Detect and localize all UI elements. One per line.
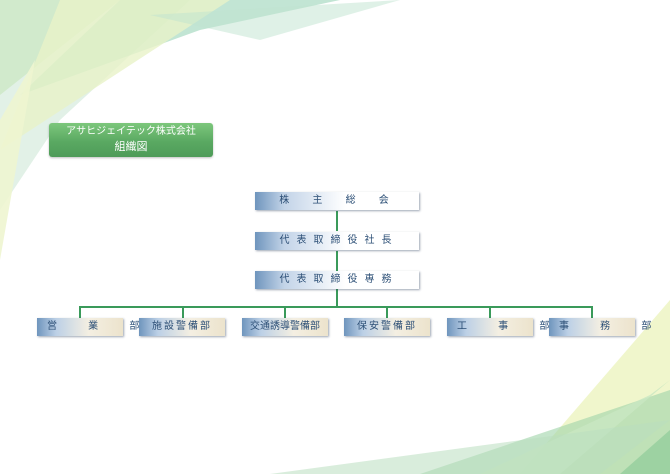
company-name: アサヒジェイテック株式会社	[66, 126, 196, 137]
box-label: 株 主 総 会	[279, 195, 399, 206]
connector-line	[336, 289, 338, 307]
dept-horizontal-line	[79, 306, 593, 308]
dept-sales-box: 営 業 部	[37, 318, 154, 336]
org-chart-title-badge: アサヒジェイテック株式会社 組織図	[49, 123, 213, 157]
dept-facility-security-box: 施設警備部	[139, 318, 225, 336]
dept-label: 交通誘導警備部	[250, 321, 320, 332]
dept-safety-security-box: 保安警備部	[344, 318, 430, 336]
connector-line	[591, 306, 593, 318]
dept-construction-box: 工 事 部	[447, 318, 564, 336]
dept-label: 施設警備部	[152, 321, 212, 332]
dept-label: 工 事 部	[457, 321, 564, 332]
connector-line	[386, 306, 388, 318]
dept-label: 保安警備部	[357, 321, 417, 332]
connector-line	[79, 306, 81, 318]
shareholders-meeting-box: 株 主 総 会	[255, 192, 419, 210]
connector-line	[489, 306, 491, 318]
dept-label: 営 業 部	[47, 321, 154, 332]
chart-title: 組織図	[114, 140, 148, 153]
president-box: 代表取締役社長	[255, 232, 419, 250]
dept-label: 事 務 部	[559, 321, 666, 332]
box-label: 代表取締役社長	[279, 235, 399, 246]
dept-traffic-guidance-box: 交通誘導警備部	[242, 318, 328, 336]
connector-line	[182, 306, 184, 318]
connector-line	[284, 306, 286, 318]
box-label: 代表取締役専務	[279, 274, 399, 285]
connector-line	[336, 211, 338, 231]
dept-administration-box: 事 務 部	[549, 318, 666, 336]
connector-line	[336, 251, 338, 271]
senior-managing-director-box: 代表取締役専務	[255, 271, 419, 289]
